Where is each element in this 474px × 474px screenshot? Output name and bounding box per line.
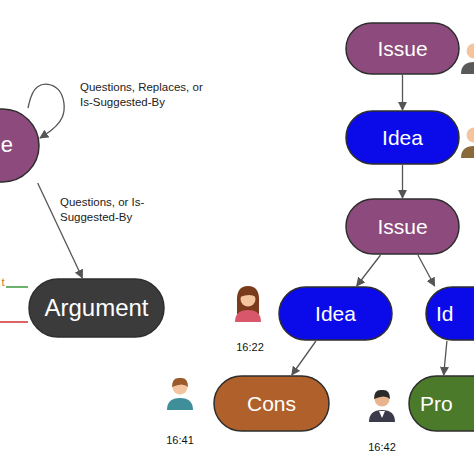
connector-arrow [292, 341, 316, 375]
pill-shape [409, 376, 474, 431]
avatar-body [369, 410, 395, 422]
avatar-head [467, 128, 474, 143]
avatar-hair [237, 286, 259, 314]
node-text: Argument [44, 295, 148, 321]
avatar-icon [167, 378, 193, 410]
avatar-fringe [240, 290, 256, 297]
node-pill: Idea [345, 110, 460, 165]
timestamp: 16:22 [230, 341, 270, 353]
timestamp: 16:42 [362, 441, 402, 453]
node-pill: Issue [345, 198, 460, 255]
cropped-label: t [0, 276, 8, 288]
pill-shape [346, 111, 459, 164]
pill-shape [214, 376, 329, 431]
node-text: e [1, 133, 13, 157]
node-pill: Issue [345, 22, 460, 75]
edge-label: Questions, Replaces, or Is-Suggested-By [80, 80, 215, 110]
connector-arrow [357, 255, 381, 286]
node-text: Issue [377, 215, 427, 238]
node-pill: e [0, 108, 40, 183]
pill-shape [29, 279, 164, 337]
avatar-icon [369, 390, 395, 422]
edge-label: Questions, or Is-Suggested-By [60, 195, 155, 225]
avatar-body [235, 310, 261, 322]
avatar-body [461, 62, 474, 74]
avatar-body [461, 146, 474, 158]
cropped-connector [0, 321, 28, 323]
avatar-hair [374, 390, 390, 399]
pill-shape [346, 199, 459, 254]
node-pill: Idea [278, 286, 393, 341]
avatar-head [467, 44, 474, 59]
node-pill: Argument [28, 278, 165, 338]
avatar-hair [172, 378, 188, 387]
node-text: Id [436, 302, 454, 325]
node-text: Issue [377, 37, 427, 60]
timestamp: 16:41 [160, 434, 200, 446]
avatar-icon [461, 44, 474, 75]
avatar-icon [235, 286, 261, 322]
node-text: Pro [420, 392, 453, 415]
avatar-body [167, 398, 193, 410]
avatar-icon [461, 128, 474, 159]
avatar-collar [379, 411, 385, 418]
connector-arrow [444, 341, 447, 375]
node-pill: Pro [408, 375, 474, 432]
pill-shape [279, 287, 392, 340]
pill-shape [426, 287, 474, 340]
connector-arrow [402, 165, 403, 198]
connector-arrow [402, 75, 403, 110]
connector-arrow [418, 255, 435, 286]
node-pill: Id [425, 286, 474, 341]
node-pill: Cons [213, 375, 330, 432]
pill-shape [0, 109, 39, 182]
node-text: Cons [247, 392, 296, 415]
pill-shape [346, 23, 459, 74]
cropped-connector [6, 286, 28, 288]
node-text: Idea [382, 126, 423, 149]
node-text: Idea [315, 302, 356, 325]
